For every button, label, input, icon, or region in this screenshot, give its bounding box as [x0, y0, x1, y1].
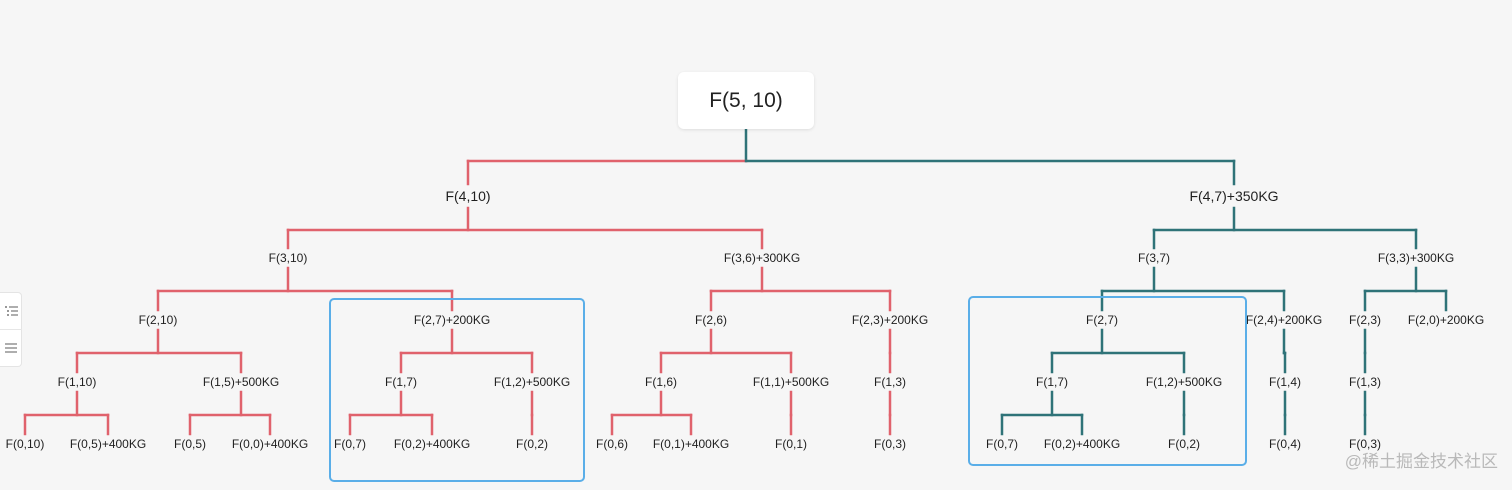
tree-node-rllrl[interactable]: F(0,2) — [1167, 437, 1201, 451]
tree-node-rllr[interactable]: F(1,2)+500KG — [1145, 375, 1223, 389]
tree-node-llr[interactable]: F(2,7)+200KG — [413, 313, 491, 327]
tree-node-lrl[interactable]: F(2,6) — [694, 313, 728, 327]
tree-node-llrl[interactable]: F(1,7) — [384, 375, 418, 389]
tree-node-rlrll[interactable]: F(0,4) — [1268, 437, 1302, 451]
list-icon[interactable] — [0, 330, 22, 366]
tree-node-lrr[interactable]: F(2,3)+200KG — [851, 313, 929, 327]
tree-node-rlllr[interactable]: F(0,2)+400KG — [1043, 437, 1121, 451]
tree-node-rrlll[interactable]: F(0,3) — [1348, 437, 1382, 451]
tree-node-lrrll[interactable]: F(0,3) — [873, 437, 907, 451]
tree-node-llll[interactable]: F(1,10) — [57, 375, 97, 389]
tree-node-llllr[interactable]: F(0,5)+400KG — [69, 437, 147, 451]
tree-node-lrlrl[interactable]: F(0,1) — [774, 437, 808, 451]
tree-node-lllr[interactable]: F(1,5)+500KG — [202, 375, 280, 389]
tree-node-rrr[interactable]: F(2,0)+200KG — [1407, 313, 1485, 327]
tree-node-rllll[interactable]: F(0,7) — [985, 437, 1019, 451]
list-tree-icon[interactable] — [0, 293, 22, 330]
tree-node-llrll[interactable]: F(0,7) — [333, 437, 367, 451]
tree-node-lrrl[interactable]: F(1,3) — [873, 375, 907, 389]
tree-node-lrlll[interactable]: F(0,6) — [595, 437, 629, 451]
tree-node-lr[interactable]: F(3,6)+300KG — [723, 251, 801, 265]
tree-node-rll[interactable]: F(2,7) — [1085, 313, 1119, 327]
tree-node-rlrl[interactable]: F(1,4) — [1268, 375, 1302, 389]
tree-node-rrll[interactable]: F(1,3) — [1348, 375, 1382, 389]
tree-node-rl[interactable]: F(3,7) — [1137, 251, 1171, 265]
tree-node-lll[interactable]: F(2,10) — [138, 313, 178, 327]
watermark: @稀土掘金技术社区 — [1344, 452, 1498, 471]
tree-node-l[interactable]: F(4,10) — [445, 188, 491, 204]
tree-node-llrr[interactable]: F(1,2)+500KG — [493, 375, 571, 389]
tree-node-lrll[interactable]: F(1,6) — [644, 375, 678, 389]
tree-node-llrlr[interactable]: F(0,2)+400KG — [393, 437, 471, 451]
side-toolbar — [0, 292, 22, 367]
tree-node-r[interactable]: F(4,7)+350KG — [1189, 188, 1279, 204]
tree-node-rlll[interactable]: F(1,7) — [1035, 375, 1069, 389]
tree-node-rlr[interactable]: F(2,4)+200KG — [1245, 313, 1323, 327]
tree-node-lllrr[interactable]: F(0,0)+400KG — [231, 437, 309, 451]
root-node[interactable]: F(5, 10) — [678, 72, 814, 129]
tree-node-ll[interactable]: F(3,10) — [268, 251, 308, 265]
tree-node-lllll[interactable]: F(0,10) — [5, 437, 45, 451]
tree-node-llrrl[interactable]: F(0,2) — [515, 437, 549, 451]
tree-node-rr[interactable]: F(3,3)+300KG — [1377, 251, 1455, 265]
tree-node-rrl[interactable]: F(2,3) — [1348, 313, 1382, 327]
root-node-label: F(5, 10) — [709, 88, 783, 112]
tree-node-lrlr[interactable]: F(1,1)+500KG — [752, 375, 830, 389]
tree-node-lrllr[interactable]: F(0,1)+400KG — [652, 437, 730, 451]
tree-node-lllrl[interactable]: F(0,5) — [173, 437, 207, 451]
